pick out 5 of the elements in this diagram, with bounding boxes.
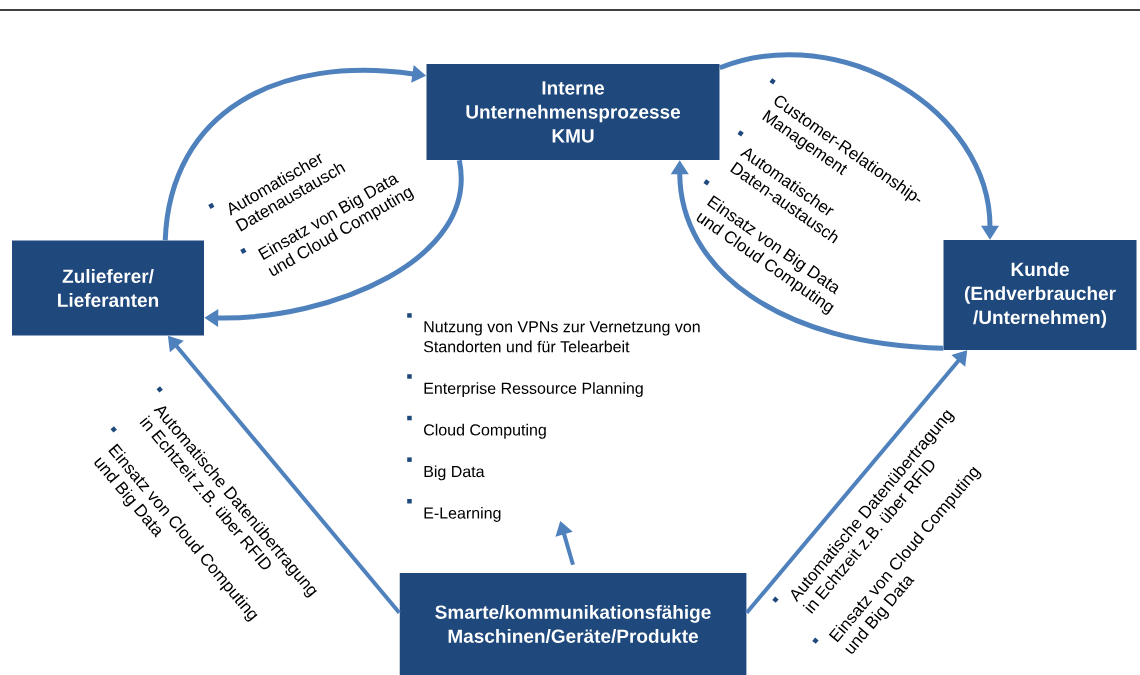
bullet-list: Nutzung von VPNs zur Vernetzung von Standorten und für Telearbeit Enterprise Ressource Planning Cloud Computing Big Data E-Learning: [407, 313, 700, 522]
process-box: Zulieferer/ Lieferanten: [12, 240, 204, 336]
process-box: Smarte/kommunikationsfähige Maschinen/Geräte/Produkte: [399, 573, 747, 675]
process-box: Kunde (Endverbraucher /Unternehmen): [943, 240, 1137, 350]
process-box: Interne Unternehmensprozesse KMU: [426, 64, 720, 160]
